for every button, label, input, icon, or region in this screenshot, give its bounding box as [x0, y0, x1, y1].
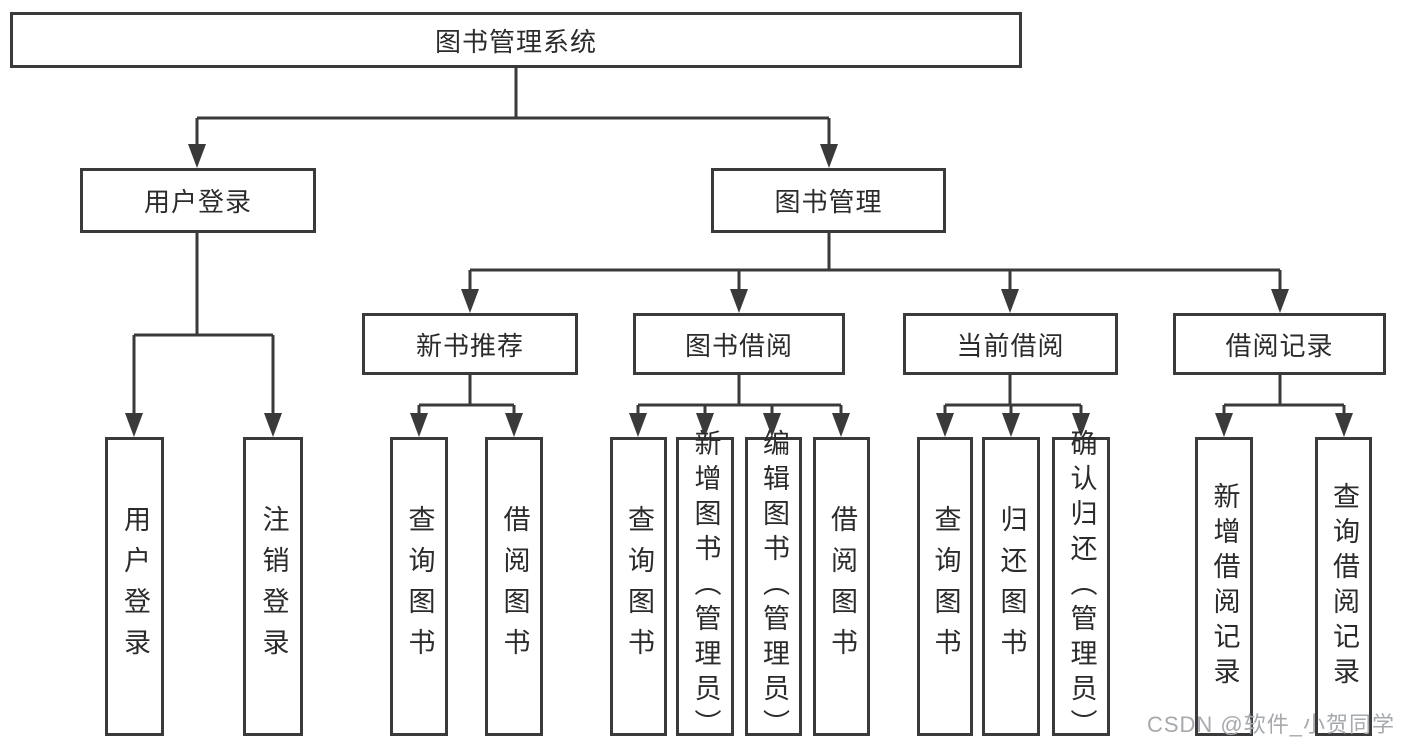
- leaf-query-borrow-record: 查询借阅记录: [1315, 437, 1372, 736]
- leaf-user-login: 用户登录: [105, 437, 164, 736]
- leaf-query-borrow-record-label: 查询借阅记录: [1329, 481, 1359, 692]
- arrowheads: [125, 144, 1353, 437]
- leaf-query-books-current-label: 查询图书: [930, 504, 961, 669]
- leaf-add-book-admin-label: 新增图书（管理员）: [690, 429, 721, 744]
- node-borrowing-records-label: 借阅记录: [1225, 330, 1334, 361]
- leaf-confirm-return-admin-label: 确认归还（管理员）: [1066, 429, 1097, 744]
- node-book-management: 图书管理: [711, 168, 946, 233]
- tree-edges: [132, 68, 1346, 419]
- node-new-book-recommend-label: 新书推荐: [415, 330, 524, 361]
- leaf-return-books: 归还图书: [982, 437, 1040, 736]
- node-current-borrowing: 当前借阅: [903, 313, 1118, 375]
- watermark: CSDN @软件_小贺同学: [1146, 712, 1395, 737]
- leaf-borrow-books-borrowing: 借阅图书: [813, 437, 870, 736]
- leaf-borrow-books-borrowing-label: 借阅图书: [827, 504, 857, 669]
- leaf-edit-book-admin: 编辑图书（管理员）: [745, 429, 802, 744]
- node-root-label: 图书管理系统: [434, 26, 597, 57]
- leaf-borrow-books-recommend-label: 借阅图书: [499, 504, 530, 669]
- leaf-add-borrow-record: 新增借阅记录: [1195, 437, 1253, 736]
- leaf-return-books-label: 归还图书: [996, 504, 1027, 669]
- leaf-query-books-recommend-label: 查询图书: [404, 504, 435, 669]
- leaf-query-books-borrowing-label: 查询图书: [624, 504, 654, 669]
- node-root: 图书管理系统: [10, 12, 1022, 68]
- node-book-borrowing: 图书借阅: [633, 313, 845, 375]
- leaf-add-borrow-record-label: 新增借阅记录: [1209, 481, 1240, 692]
- node-current-borrowing-label: 当前借阅: [956, 330, 1065, 361]
- leaf-query-books-current: 查询图书: [917, 437, 973, 736]
- node-user-login-label: 用户登录: [143, 187, 252, 217]
- leaf-edit-book-admin-label: 编辑图书（管理员）: [759, 429, 789, 744]
- leaf-query-books-recommend: 查询图书: [390, 437, 448, 736]
- leaf-confirm-return-admin: 确认归还（管理员）: [1052, 429, 1110, 744]
- leaf-borrow-books-recommend: 借阅图书: [485, 437, 543, 736]
- node-new-book-recommend: 新书推荐: [362, 313, 578, 375]
- leaf-logout-label: 注销登录: [258, 504, 289, 669]
- leaf-logout: 注销登录: [243, 437, 303, 736]
- node-book-management-label: 图书管理: [774, 187, 883, 217]
- leaf-user-login-label: 用户登录: [120, 504, 150, 669]
- node-book-borrowing-label: 图书借阅: [684, 330, 793, 361]
- leaf-add-book-admin: 新增图书（管理员）: [676, 429, 734, 744]
- node-borrowing-records: 借阅记录: [1173, 313, 1386, 375]
- node-user-login: 用户登录: [80, 168, 316, 233]
- leaf-query-books-borrowing: 查询图书: [610, 437, 667, 736]
